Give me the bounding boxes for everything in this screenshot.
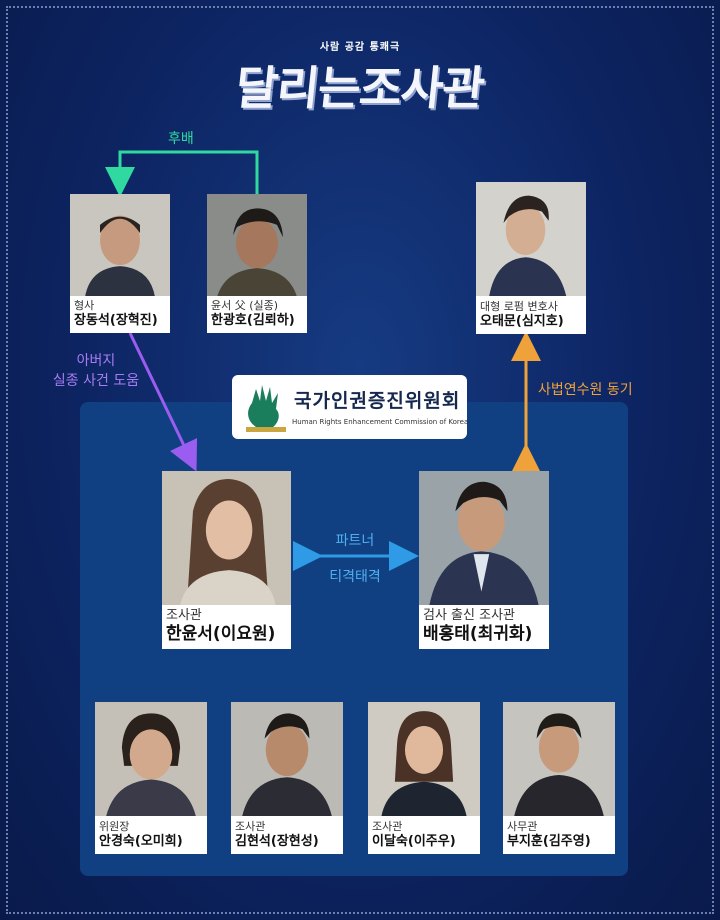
- portrait-ahn: [95, 702, 207, 816]
- name-lee: 이달숙(이주우): [372, 834, 456, 849]
- sabeop-label: 사법연수원 동기: [538, 382, 633, 398]
- father-label-line2: 실종 사건 도움: [52, 373, 140, 389]
- father-arrow: [128, 332, 198, 472]
- role-bu: 사무관: [507, 820, 538, 833]
- name-oh: 오태문(심지호): [480, 314, 564, 329]
- name-kim-hs: 김현석(장현성): [235, 834, 319, 849]
- portrait-bu: [503, 702, 615, 816]
- dotted-frame: [6, 6, 714, 914]
- name-han-gwangho: 한광호(김뢰하): [211, 313, 295, 328]
- portrait-oh: [476, 182, 586, 296]
- name-ahn: 안경숙(오미희): [99, 834, 183, 849]
- character-card-han-gwangho: 윤서 父 (실종)한광호(김뢰하): [207, 194, 307, 333]
- role-han-gwangho: 윤서 父 (실종): [211, 299, 279, 312]
- name-bae: 배홍태(최귀화): [423, 624, 533, 644]
- portrait-kim-hs: [231, 702, 343, 816]
- portrait-jang: [70, 194, 170, 297]
- name-jang: 장동석(장혁진): [74, 313, 158, 328]
- role-oh: 대형 로펌 변호사: [480, 300, 558, 313]
- role-han-yunseo: 조사관: [166, 608, 202, 623]
- role-lee: 조사관: [372, 820, 403, 833]
- commission-name: 국가인권증진위원회: [294, 390, 461, 412]
- partner-label-line1: 파트너: [335, 533, 375, 549]
- role-jang: 형사: [74, 299, 95, 312]
- commission-logo: 국가인권증진위원회 Human Rights Enhancement Commi…: [232, 375, 469, 439]
- portrait-han-gwangho: [207, 194, 307, 297]
- hubae-arrow: [105, 150, 259, 197]
- name-bu: 부지훈(김주영): [507, 834, 591, 849]
- partner-label-line2: 티격태격: [329, 569, 381, 585]
- hand-emblem-icon: [246, 385, 286, 432]
- role-ahn: 위원장: [99, 820, 130, 833]
- portrait-bae: [419, 471, 549, 605]
- commission-english-name: Human Rights Enhancement Commission of K…: [292, 418, 469, 426]
- father-label-line1: 아버지: [76, 353, 116, 369]
- hubae-label: 후배: [168, 131, 194, 147]
- role-bae: 검사 출신 조사관: [423, 608, 515, 623]
- name-han-yunseo: 한윤서(이요원): [166, 624, 276, 644]
- role-kim-hs: 조사관: [235, 820, 266, 833]
- portrait-lee: [368, 702, 480, 816]
- poster-subtitle: 사람 공감 통쾌극: [319, 42, 401, 53]
- portrait-han-yunseo: [162, 471, 291, 605]
